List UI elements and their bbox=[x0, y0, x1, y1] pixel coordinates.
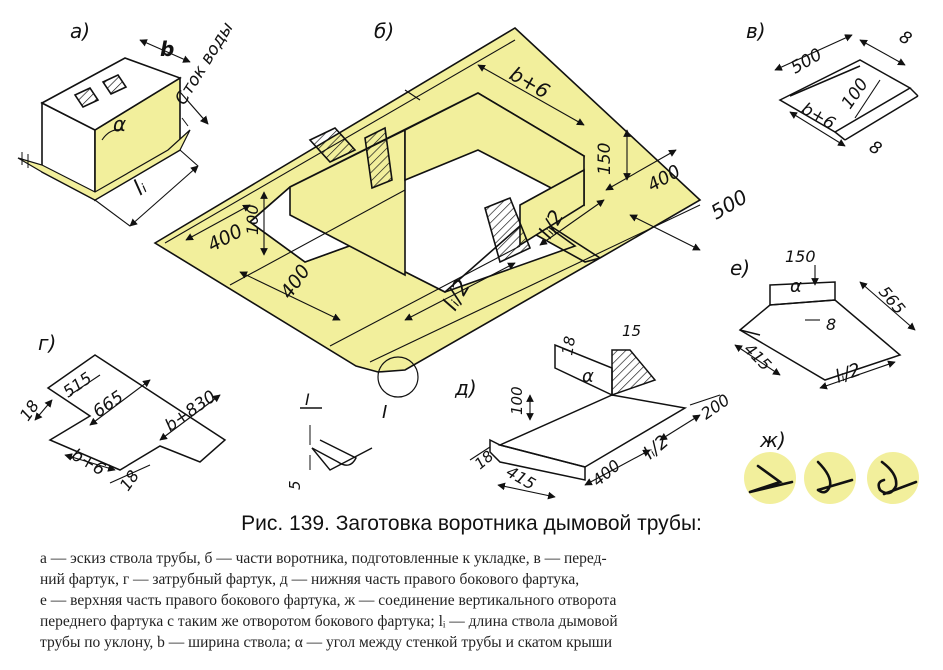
panel-g-label: г) bbox=[38, 331, 56, 355]
panel-v-label: в) bbox=[746, 19, 766, 43]
caption-line: а — эскиз ствола трубы, б — части воротн… bbox=[40, 550, 607, 567]
panel-g-dim-515: 515 bbox=[59, 368, 95, 401]
panel-d-dim-li2: lᵢ/2 bbox=[640, 431, 673, 464]
panel-e-dim-8: 8 bbox=[826, 315, 836, 334]
panel-g-dim-18-top: 18 bbox=[16, 397, 43, 425]
panel-d-dim-100: 100 bbox=[508, 386, 526, 415]
figure-caption: а — эскиз ствола трубы, б — части воротн… bbox=[40, 548, 906, 653]
panel-a-water-note: Сток воды bbox=[171, 19, 237, 109]
panel-e-dim-150: 150 bbox=[785, 247, 816, 266]
panel-a-dim-b: b bbox=[160, 37, 174, 61]
panel-a-label: а) bbox=[70, 19, 90, 43]
panel-e-dim-alpha: α bbox=[790, 276, 802, 297]
figure-title: Рис. 139. Заготовка воротника дымовой тр… bbox=[241, 512, 702, 535]
panel-b-collar bbox=[153, 27, 702, 398]
panel-d-dim-18-bottom: 18 bbox=[471, 447, 497, 473]
panel-zh-seams bbox=[744, 452, 919, 504]
panel-d-dim-15: 15 bbox=[622, 322, 641, 340]
caption-line: переднего фартука с таким же отворотом б… bbox=[40, 613, 618, 630]
detail-i-marker: I bbox=[305, 390, 310, 409]
panel-g-dim-b830: b+830 bbox=[161, 387, 220, 436]
panel-v-dim-8-bottom: 8 bbox=[866, 137, 886, 160]
panel-v-dim-100: 100 bbox=[838, 75, 873, 113]
panel-b-dim-150: 150 bbox=[595, 143, 615, 175]
caption-line: трубы по уклону, b — ширина ствола; α — … bbox=[40, 634, 613, 651]
panel-a-dim-alpha: α bbox=[113, 112, 126, 136]
panel-v-front-apron bbox=[774, 34, 919, 147]
detail-i-dim-5: 5 bbox=[286, 480, 304, 490]
panel-e-dim-415: 415 bbox=[740, 339, 775, 374]
panel-d-dim-alpha: α bbox=[582, 366, 594, 387]
panel-g-dim-665: 665 bbox=[89, 387, 127, 422]
panel-b-dim-100: 100 bbox=[243, 204, 262, 235]
figure-drawing: а) b Сток воды α lᵢ б) b+ bbox=[16, 19, 919, 504]
panel-b-dim-500: 500 bbox=[707, 184, 752, 224]
panel-e-dim-li2: lᵢ/2 bbox=[833, 359, 864, 388]
panel-e-label: е) bbox=[730, 256, 750, 280]
panel-e-dim-565: 565 bbox=[875, 282, 909, 318]
panel-a-chimney bbox=[17, 39, 209, 227]
detail-i-label: I bbox=[382, 402, 387, 423]
panel-d-lower-side-apron bbox=[469, 343, 721, 500]
caption-line: ний фартук, г — затрубный фартук, д — ни… bbox=[40, 571, 580, 588]
panel-b-label: б) bbox=[374, 19, 394, 43]
panel-g-dim-b6: b+6 bbox=[68, 445, 109, 480]
panel-d-dim-415: 415 bbox=[503, 462, 539, 494]
panel-d-dim-18-top: 18 bbox=[558, 335, 579, 357]
panel-g-dim-18-bottom: 18 bbox=[116, 467, 143, 495]
panel-d-dim-200: 200 bbox=[697, 390, 733, 423]
panel-g-back-apron bbox=[34, 354, 227, 484]
detail-i-drawing bbox=[300, 407, 373, 471]
panel-v-dim-8-top: 8 bbox=[896, 27, 916, 50]
panel-zh-label: ж) bbox=[759, 428, 786, 452]
panel-a-dim-li: lᵢ bbox=[129, 175, 152, 201]
panel-e-upper-side-apron bbox=[734, 265, 916, 390]
panel-d-label: д) bbox=[454, 376, 477, 400]
caption-line: е — верхняя часть правого бокового фарту… bbox=[40, 592, 617, 609]
